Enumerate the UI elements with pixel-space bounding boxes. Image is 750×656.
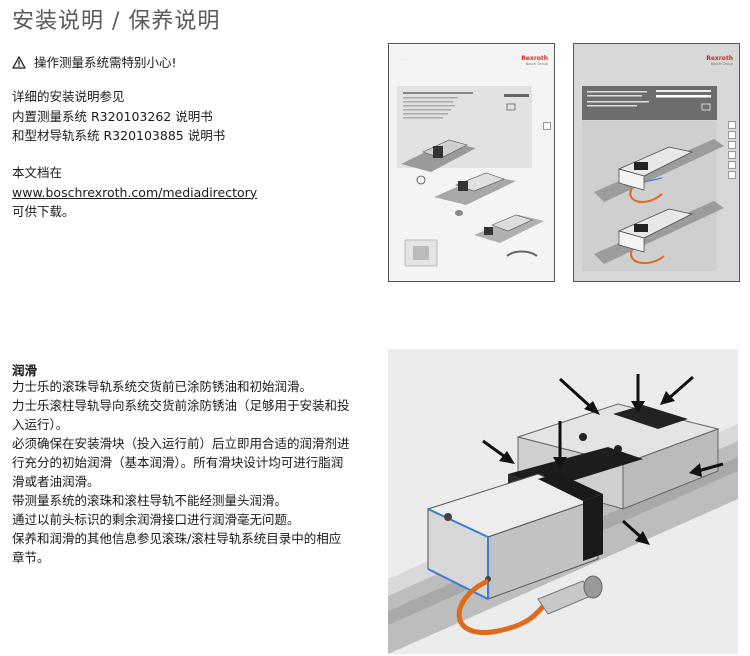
warning-line: 操作测量系统需特别小心!: [12, 52, 177, 71]
install-line: 和型材导轨系统 R320103885 说明书: [12, 128, 226, 143]
lubrication-line: 保养和润滑的其他信息参见滚珠/滚柱导轨系统目录中的相应: [12, 531, 342, 546]
warning-text: 操作测量系统需特别小心!: [34, 55, 177, 70]
cover-tabs: [728, 121, 736, 181]
warning-triangle-icon: [12, 56, 26, 69]
lubrication-text: 力士乐的滚珠导轨系统交货前已涂防锈油和初始润滑。 力士乐滚柱导轨导向系统交货前涂…: [12, 377, 357, 567]
lubrication-line: 滑或者油润滑。: [12, 474, 100, 489]
lubrication-line: 入运行）。: [12, 417, 69, 432]
lubrication-line: 行充分的初始润滑（基本润滑）。所有滑块设计均可进行脂润: [12, 455, 344, 470]
install-reference: 详细的安装说明参见 内置测量系统 R320103262 说明书 和型材导轨系统 …: [12, 87, 225, 146]
lubrication-line: 带测量系统的滚珠和滚柱导轨不能经测量头润滑。: [12, 493, 288, 508]
cover-tagline: · · · · · ·: [583, 57, 594, 61]
lubrication-illustration: [388, 349, 738, 654]
cover-tabs: [543, 122, 551, 132]
lubrication-line: 必须确保在安装滑块（投入运行前）后立即用合适的润滑剂进: [12, 436, 350, 451]
mediadirectory-link[interactable]: www.boschrexroth.com/mediadirectory: [12, 184, 258, 200]
lubrication-line: 力士乐的滚珠导轨系统交货前已涂防锈油和初始润滑。: [12, 379, 313, 394]
download-line: 本文档在: [12, 165, 63, 180]
download-line: 可供下载。: [12, 204, 75, 219]
install-line: 内置测量系统 R320103262 说明书: [12, 108, 213, 124]
download-info: 本文档在 www.boschrexroth.com/mediadirectory…: [12, 163, 257, 222]
cover-header-band: [397, 86, 532, 168]
cover-illustration: [401, 92, 544, 267]
install-line: 详细的安装说明参见: [12, 89, 125, 104]
lubrication-line: 通过以前头标识的剩余润滑接口进行润滑毫无问题。: [12, 512, 300, 527]
lubrication-line: 章节。: [12, 550, 50, 565]
page-title: 安装说明 / 保养说明: [12, 9, 221, 34]
cover-illustration: [582, 90, 724, 271]
cover-tagline: · · · · · ·: [398, 57, 409, 61]
guide-rail-illustration: [388, 349, 738, 654]
lubrication-line: 力士乐滚柱导轨导向系统交货前涂防锈油（足够用于安装和投: [12, 398, 350, 413]
arrow-icon: [482, 374, 724, 545]
lubrication-heading: 润滑: [12, 363, 38, 378]
